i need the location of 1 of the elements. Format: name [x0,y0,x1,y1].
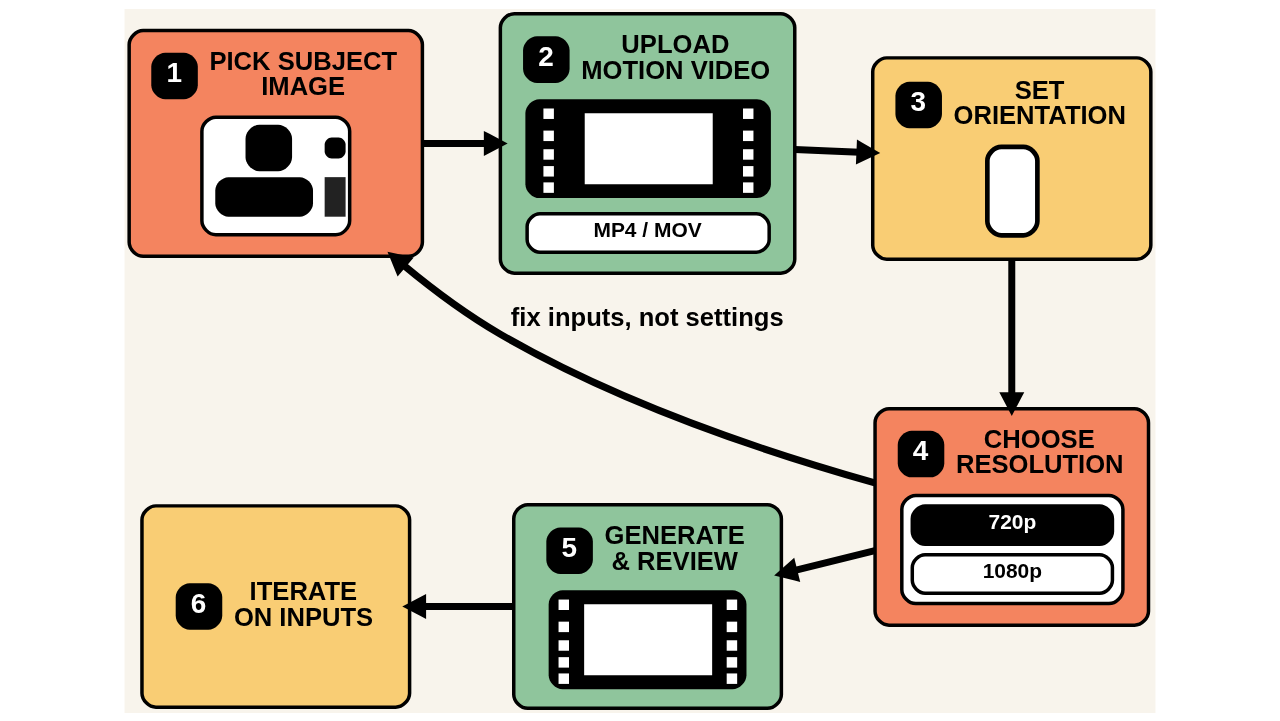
edge-label: fix inputs, not settings [510,302,784,331]
